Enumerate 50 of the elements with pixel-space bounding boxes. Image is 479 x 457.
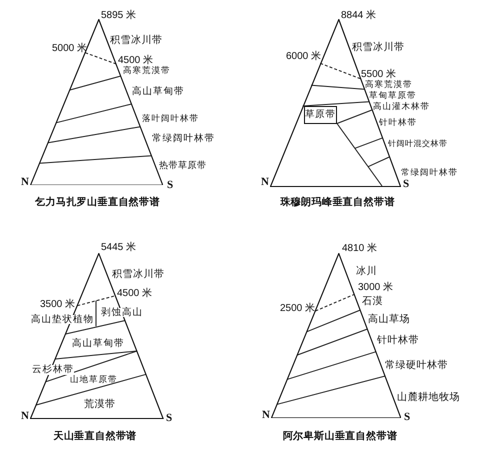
compass-letter: S (403, 178, 410, 190)
compass-letter: S (166, 412, 172, 424)
compass-letter: S (167, 180, 174, 190)
zone-label: 冰川 (356, 266, 377, 277)
panel-caption: 乞力马扎罗山垂直自然带谱 (35, 198, 160, 208)
zone-label: 剥蚀高山 (101, 308, 143, 318)
zone-label: 常绿硬叶林带 (385, 360, 448, 371)
elevation-label: 8844 米 (341, 10, 376, 20)
zone-label: 高山草场 (368, 315, 410, 325)
zone-label: 高山灌木林带 (373, 102, 430, 110)
compass-letter: N (21, 411, 29, 422)
zone-label: 积雪冰川带 (110, 36, 162, 46)
elevation-label: 2500 米 (280, 304, 316, 314)
zone-label: 高寒荒漠带 (365, 80, 412, 89)
compass-letter: N (262, 410, 270, 422)
elevation-label: 5445 米 (101, 243, 136, 253)
elevation-label: 3500 米 (40, 300, 76, 310)
elevation-label: 5000 米 (52, 44, 88, 54)
compass-letter: N (21, 177, 29, 188)
zone-label: 针叶林带 (377, 336, 419, 346)
zone-label: 常绿阔叶林带 (401, 168, 458, 177)
panel-caption: 珠穆朗玛峰垂直自然带谱 (280, 198, 395, 208)
zone-label: 积雪冰川带 (352, 43, 404, 54)
elevation-label: 4500 米 (117, 288, 152, 298)
zone-label: 针叶林带 (379, 118, 417, 127)
zone-label: 石漠 (362, 297, 383, 308)
compass-letter: N (261, 176, 269, 188)
zone-box: 草原带 (304, 106, 337, 124)
elevation-label: 6000 米 (286, 52, 322, 62)
zone-label: 云杉林带 (32, 365, 74, 375)
zone-label: 荒漠带 (84, 400, 116, 410)
zone-label: 山麓耕地牧场 (397, 392, 460, 403)
zone-label: 高山垫状植物 (31, 314, 94, 324)
zone-label: 高山草甸带 (132, 86, 184, 96)
panel-caption: 天山垂直自然带谱 (53, 432, 137, 442)
zone-label: 积雪冰川带 (112, 270, 164, 280)
panel-caption: 阿尔卑斯山垂直自然带谱 (282, 432, 398, 442)
zone-label: 常绿阔叶林带 (152, 134, 215, 144)
compass-letter: S (404, 412, 410, 422)
zone-label: 高寒荒漠带 (123, 66, 170, 75)
zone-label: 草甸草原带 (369, 90, 416, 100)
elevation-label: 3000 米 (358, 283, 394, 293)
elevation-label: 4500 米 (118, 56, 154, 66)
zone-label: 高山草甸带 (72, 339, 124, 349)
zone-label: 针阔叶混交林带 (388, 140, 448, 148)
elevation-label: 5895 米 (101, 10, 136, 20)
elevation-label: 4810 米 (342, 244, 378, 254)
zone-label: 落叶阔叶林带 (142, 114, 199, 123)
zone-label: 山地草原带 (70, 374, 118, 384)
zone-label: 热带草原带 (159, 161, 206, 170)
